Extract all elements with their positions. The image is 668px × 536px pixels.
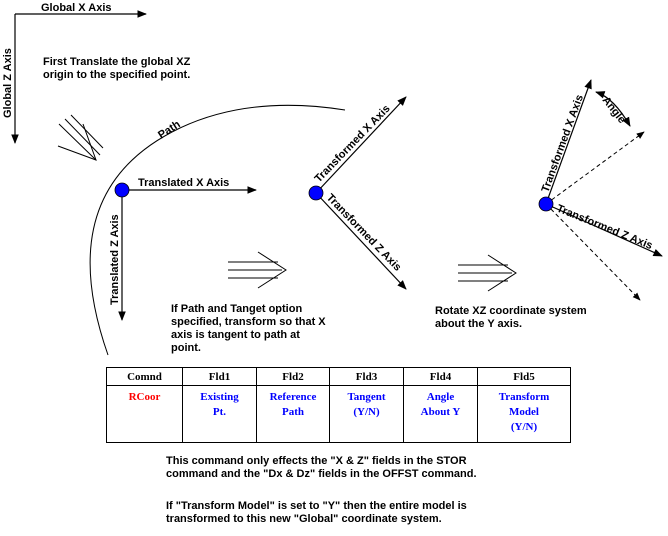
global-z-label: Global Z Axis <box>2 48 14 118</box>
cell-comnd: RCoor <box>106 385 183 443</box>
global-x-label: Global X Axis <box>41 2 112 14</box>
step1-note: First Translate the global XZ origin to … <box>43 56 190 82</box>
origin-point-2 <box>308 185 324 201</box>
footer1-line: This command only effects the "X & Z" fi… <box>166 455 467 467</box>
original-z-axis-dashed <box>545 203 641 301</box>
cell-line: Reference <box>269 391 317 403</box>
header-comnd: Comnd <box>106 367 183 386</box>
transformed-z-label-1: Transformed Z Axis <box>324 192 404 274</box>
origin-point-3 <box>538 196 554 212</box>
cell-line: Angle <box>426 391 455 403</box>
step2-line: If Path and Tanget option <box>171 303 303 315</box>
angle-label: Angle <box>600 94 628 125</box>
step2-line: specified, transform so that X <box>171 316 326 328</box>
transformed-x-label-2: Transformed X Axis <box>540 93 586 194</box>
transformed-x-axis-2 <box>545 79 592 205</box>
transformed-z-axis-2 <box>545 203 663 257</box>
cell-line: Pt. <box>212 406 227 418</box>
footer2-line: If "Transform Model" is set to "Y" then … <box>166 500 467 512</box>
origin-point-1 <box>114 182 130 198</box>
step3-line: about the Y axis. <box>435 318 523 330</box>
transformed-z-axis-1 <box>315 192 407 290</box>
command-table: Comnd Fld1 Fld2 Fld3 Fld4 Fld5 RCoor Exi… <box>106 367 571 443</box>
cell-line: Existing <box>200 391 239 403</box>
cell-line: Tangent <box>347 391 386 403</box>
cell-line: Model <box>509 406 539 418</box>
angle-arc <box>595 91 631 127</box>
footer2-line: transformed to this new "Global" coordin… <box>166 513 442 525</box>
step3-note: Rotate XZ coordinate system about the Y … <box>435 305 587 331</box>
cell-line: (Y/N) <box>510 421 538 433</box>
original-x-axis-dashed <box>545 131 645 205</box>
step1-line: origin to the specified point. <box>43 69 191 81</box>
cell-line: (Y/N) <box>353 406 380 418</box>
cell-fld2: Reference Path <box>256 385 330 443</box>
transformed-x-label-1: Transformed X Axis <box>313 103 393 185</box>
header-fld3: Fld3 <box>329 367 404 386</box>
step-arrow-2 <box>458 254 517 292</box>
translated-x-label: Translated X Axis <box>138 177 229 189</box>
step-arrow-1 <box>228 251 287 289</box>
cell-fld3: Tangent (Y/N) <box>329 385 404 443</box>
transformed-x-axis-1 <box>315 96 407 194</box>
step2-line: point. <box>171 342 201 354</box>
path-label: Path <box>156 118 183 141</box>
cell-fld5: Transform Model (Y/N) <box>477 385 571 443</box>
header-fld2: Fld2 <box>256 367 330 386</box>
step1-line: First Translate the global XZ <box>43 56 191 68</box>
header-fld5: Fld5 <box>477 367 571 386</box>
cell-line: Path <box>282 406 304 418</box>
table-header-row: Comnd Fld1 Fld2 Fld3 Fld4 Fld5 <box>106 367 571 386</box>
step2-note: If Path and Tanget option specified, tra… <box>171 303 326 355</box>
header-fld4: Fld4 <box>403 367 478 386</box>
table-value-row: RCoor Existing Pt. Reference Path Tangen… <box>106 385 571 443</box>
footer1-line: command and the "Dx & Dz" fields in the … <box>166 468 477 480</box>
cell-line: RCoor <box>128 391 161 403</box>
path-curve <box>89 104 346 356</box>
cell-line: About Y <box>420 406 461 418</box>
step3-line: Rotate XZ coordinate system <box>435 305 587 317</box>
cell-line: Transform <box>498 391 550 403</box>
footer-note-1: This command only effects the "X & Z" fi… <box>166 455 477 481</box>
transformed-z-label-2: Transformed Z Axis <box>555 203 654 252</box>
cell-fld1: Existing Pt. <box>182 385 257 443</box>
translated-z-label: Translated Z Axis <box>109 214 121 305</box>
pointer-arrow <box>57 114 104 161</box>
header-fld1: Fld1 <box>182 367 257 386</box>
cell-fld4: Angle About Y <box>403 385 478 443</box>
step2-line: axis is tangent to path at <box>171 329 300 341</box>
footer-note-2: If "Transform Model" is set to "Y" then … <box>166 500 467 526</box>
